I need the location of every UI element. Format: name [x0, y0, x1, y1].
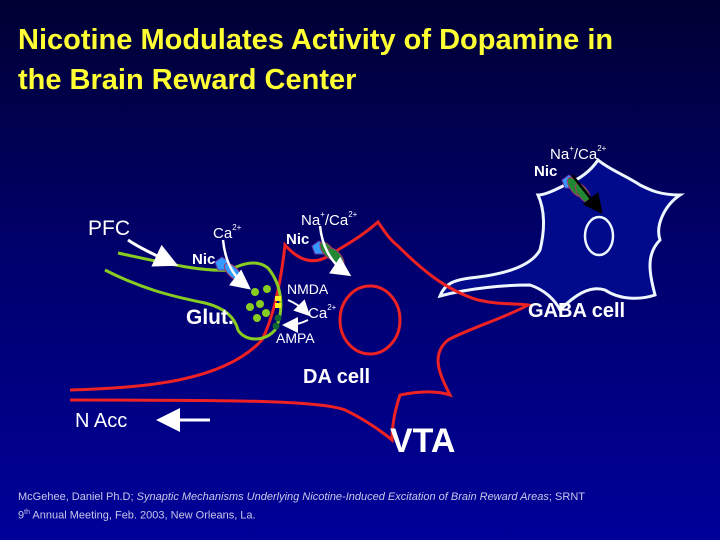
label-na: Na — [301, 212, 321, 229]
sup: 2+ — [597, 144, 606, 153]
label-nic: Nic — [192, 251, 215, 268]
title-line-1: Nicotine Modulates Activity of Dopamine … — [18, 24, 614, 56]
label-ca: Ca — [308, 305, 328, 322]
sup: + — [569, 144, 574, 153]
sup: + — [320, 210, 325, 219]
label-glut: Glut. — [186, 306, 234, 329]
citation-author: McGehee, Daniel Ph.D; — [18, 491, 134, 503]
da-nucleus — [338, 284, 402, 356]
citation-ordinal: 9 — [18, 509, 25, 522]
da-cell-outline — [69, 219, 533, 444]
label-nmda: NMDA — [287, 281, 329, 297]
slide-title: Nicotine Modulates Activity of Dopamine … — [18, 20, 613, 100]
label-ca: /Ca — [325, 212, 349, 229]
citation-ordinal-sup: th — [24, 509, 30, 516]
arrow-icon — [571, 174, 603, 214]
gaba-cell-body — [437, 157, 685, 313]
label-ca: /Ca — [574, 146, 598, 163]
sup: 2+ — [348, 210, 357, 219]
label-pfc: PFC — [88, 217, 130, 240]
citation-work: Synaptic Mechanisms Underlying Nicotine-… — [136, 491, 549, 503]
label-ca: Ca — [213, 225, 233, 242]
title-line-2: the Brain Reward Center — [18, 64, 357, 96]
sup: 2+ — [232, 223, 241, 232]
label-vta: VTA — [390, 422, 455, 460]
svg-text:Ca2+: Ca2+ — [213, 223, 242, 242]
pfc-arrow-icon — [127, 238, 179, 267]
citation-rest: Annual Meeting, Feb. 2003, New Orleans, … — [29, 509, 256, 522]
glutamate-terminal — [104, 225, 352, 341]
da-cell — [69, 219, 533, 444]
label-da-cell: DA cell — [303, 366, 370, 388]
label-n-acc: N Acc — [75, 410, 127, 432]
label-ampa: AMPA — [276, 330, 315, 346]
label-na: Na — [550, 146, 570, 163]
citation: McGehee, Daniel Ph.D; Synaptic Mechanism… — [18, 490, 585, 524]
label-gaba-cell: GABA cell — [528, 300, 625, 322]
svg-text:Na+/Ca2+: Na+/Ca2+ — [301, 210, 358, 229]
svg-text:Ca2+: Ca2+ — [308, 303, 337, 322]
svg-text:Na+/Ca2+: Na+/Ca2+ — [550, 144, 607, 163]
gaba-nucleus — [583, 215, 615, 257]
nmda-receptor-icon — [275, 296, 281, 301]
citation-venue: ; SRNT — [548, 491, 585, 503]
ampa-receptor-icon — [272, 322, 280, 330]
sup: 2+ — [327, 303, 336, 312]
label-nic: Nic — [534, 163, 557, 180]
vesicles — [246, 285, 271, 322]
label-nic: Nic — [286, 231, 309, 248]
arrow-icon — [221, 239, 251, 290]
gaba-cell — [437, 157, 685, 313]
